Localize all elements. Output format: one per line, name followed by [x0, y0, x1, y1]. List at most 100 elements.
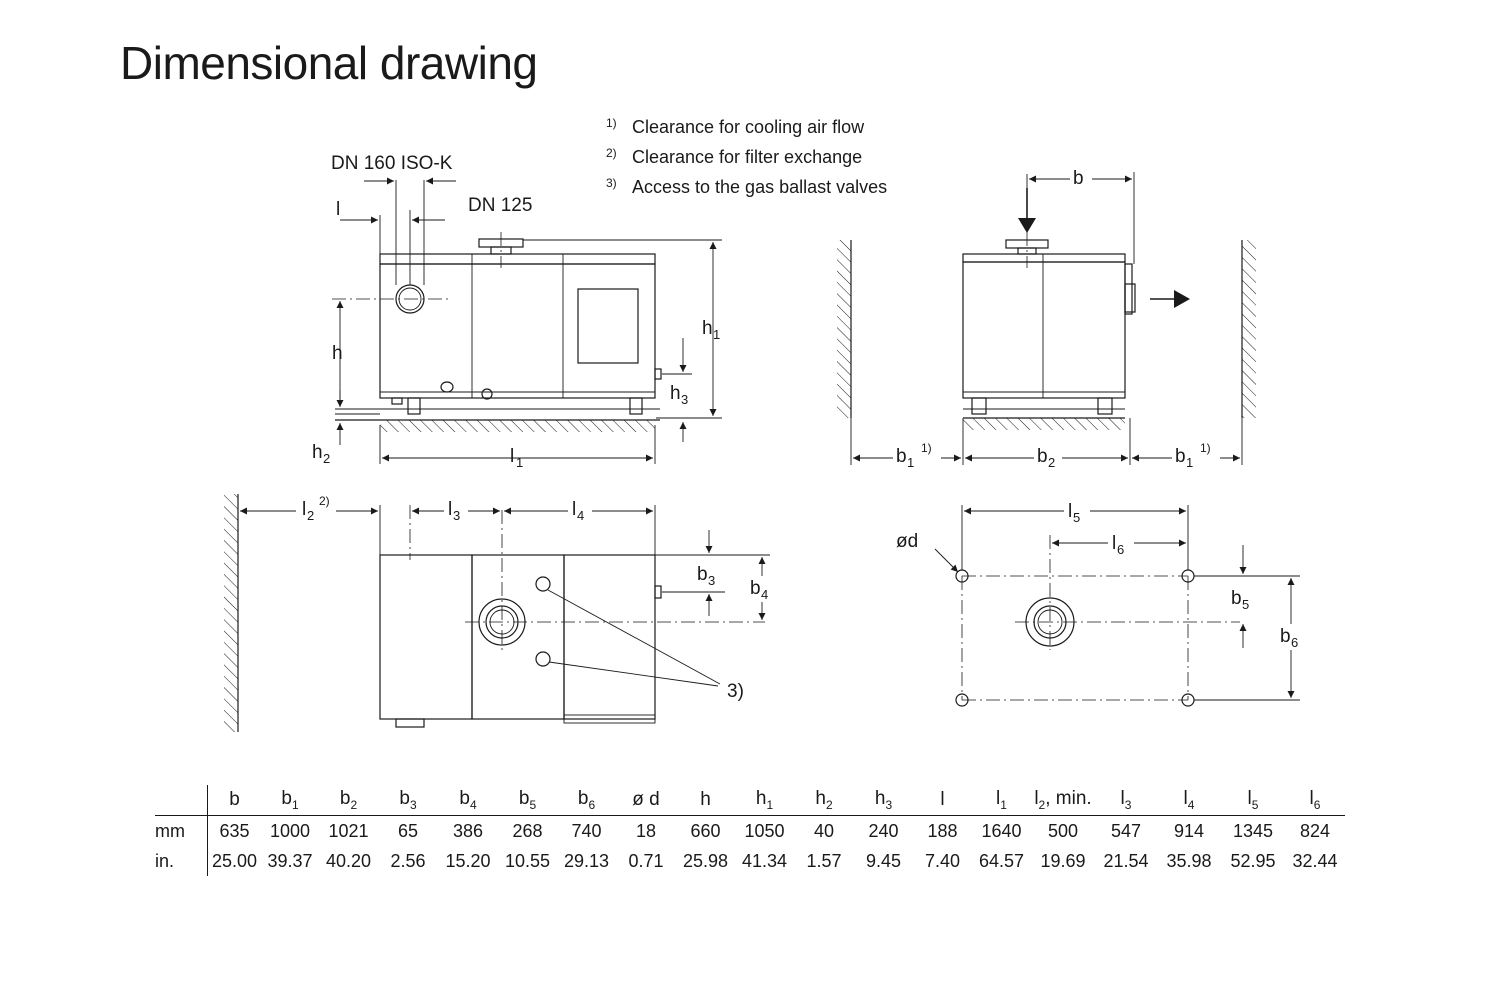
front-floor-hatch	[380, 420, 655, 432]
dim-l6-label: l	[1112, 533, 1116, 554]
table-cell: 19.69	[1040, 850, 1086, 871]
table-header-cell: l2, min.	[1031, 785, 1095, 816]
dim-od-label: ød	[896, 531, 918, 552]
dimensional-drawing: 1) Clearance for cooling air flow 2) Cle…	[224, 116, 1306, 732]
dim-b4-label: b	[750, 578, 761, 599]
footprint-view: l 5 l 6 ød b 5 b 6	[896, 498, 1306, 707]
top-filter-section	[379, 554, 473, 720]
table-header-cell: b1	[261, 785, 319, 816]
side-view: b b 1 1) b 2 b 1 1)	[837, 166, 1256, 470]
callout-3-label: 3)	[727, 681, 744, 702]
table-cell: 1345	[1232, 820, 1274, 841]
svg-text:4: 4	[577, 508, 584, 523]
svg-text:6: 6	[1117, 542, 1124, 557]
table-header-cell: b3	[378, 785, 438, 816]
svg-text:3: 3	[681, 392, 688, 407]
table-cell: 1000	[269, 820, 311, 841]
dim-l3-label: l	[448, 499, 452, 520]
dim-h3-label: h	[670, 383, 681, 404]
table-cell: 824	[1299, 820, 1331, 841]
top-view: 3) l 2 2) l 3 l 4 b 3 b 4	[224, 494, 776, 732]
table-cell: 547	[1110, 820, 1142, 841]
air-out-arrow	[1174, 290, 1190, 308]
table-header-cell: l3	[1095, 785, 1157, 816]
gas-ballast-valve-1	[535, 576, 551, 592]
dim-b5-label: b	[1231, 588, 1242, 609]
dim-l5-label: l	[1068, 501, 1072, 522]
table-cell: 64.57	[978, 850, 1025, 871]
top-motor-section	[563, 554, 656, 720]
table-header-cell: b6	[557, 785, 616, 816]
dim-h2-label: h	[312, 442, 323, 463]
dim-h1-label: h	[702, 318, 713, 339]
table-header-cell: l1	[972, 785, 1031, 816]
mounting-hole-3	[955, 693, 969, 707]
dim-l1-label: l	[510, 446, 514, 467]
table-cell: 65	[397, 820, 419, 841]
table-header-cell: h2	[794, 785, 854, 816]
note-2-text: Clearance for filter exchange	[632, 147, 862, 167]
table-cell: 40.20	[325, 850, 372, 871]
table-cell: 10.55	[504, 850, 551, 871]
front-body	[379, 263, 656, 399]
dim-b3-label: b	[697, 564, 708, 585]
table-unit-cell: mm	[155, 820, 185, 841]
table-cell: 740	[571, 820, 602, 841]
table-cell: 635	[207, 815, 261, 846]
dim-b1-left-label: b	[896, 446, 907, 467]
table-cell: 914	[1173, 820, 1205, 841]
table-header-cell: l4	[1157, 785, 1221, 816]
dim-b6-label: b	[1280, 626, 1291, 647]
table-cell: 9.45	[865, 850, 902, 871]
table-header-cell: h	[676, 785, 735, 816]
svg-text:5: 5	[1242, 597, 1249, 612]
table-cell: 52.95	[1230, 850, 1276, 871]
svg-text:2: 2	[323, 451, 330, 466]
svg-text:5: 5	[1073, 510, 1080, 525]
table-cell: 386	[452, 820, 484, 841]
outlet-flange-label: DN 125	[468, 195, 532, 216]
svg-text:1): 1)	[921, 441, 932, 455]
table-header-cell: ø d	[616, 785, 676, 816]
table-cell: 18	[635, 820, 657, 841]
front-top-cover	[379, 253, 656, 265]
svg-text:2: 2	[1048, 455, 1055, 470]
air-in-arrow	[1018, 218, 1036, 233]
top-pump-section	[471, 554, 565, 720]
dim-l-label: l	[336, 199, 340, 220]
svg-text:1: 1	[713, 327, 720, 342]
table-header-cell: l	[913, 785, 972, 816]
table-header-cell: l6	[1285, 785, 1345, 816]
footnotes: 1) Clearance for cooling air flow 2) Cle…	[606, 116, 887, 197]
table-cell: 0.71	[628, 850, 664, 871]
table-cell: 1021	[328, 820, 369, 841]
svg-text:1: 1	[1186, 455, 1193, 470]
table-header-cell: b4	[438, 785, 498, 816]
gas-ballast-valve-2	[535, 651, 551, 667]
table-cell: 188	[927, 820, 958, 841]
table-unit-cell: in.	[155, 850, 175, 871]
dim-b-label: b	[1073, 168, 1084, 189]
note-3-number: 3)	[606, 176, 617, 190]
table-cell: 1.57	[806, 850, 842, 871]
table-cell: 240	[868, 820, 899, 841]
table-header-cell: b5	[498, 785, 557, 816]
table-cell: 25.00	[207, 846, 261, 876]
front-view: h 1 h h 2 h 3 l 1 l DN 160 ISO-K DN 125	[312, 153, 722, 470]
svg-text:3: 3	[708, 573, 715, 588]
note-2-number: 2)	[606, 146, 617, 160]
table-cell: 2.56	[390, 850, 426, 871]
table-cell: 15.20	[445, 850, 491, 871]
table-cell: 7.40	[924, 850, 961, 871]
table-cell: 1050	[744, 820, 785, 841]
table-cell: 35.98	[1166, 850, 1212, 871]
dim-b2-label: b	[1037, 446, 1048, 467]
svg-text:4: 4	[761, 587, 768, 602]
table-cell: 660	[690, 820, 721, 841]
table-cell: 1640	[981, 820, 1022, 841]
front-window	[577, 288, 639, 364]
table-cell: 41.34	[741, 850, 788, 871]
